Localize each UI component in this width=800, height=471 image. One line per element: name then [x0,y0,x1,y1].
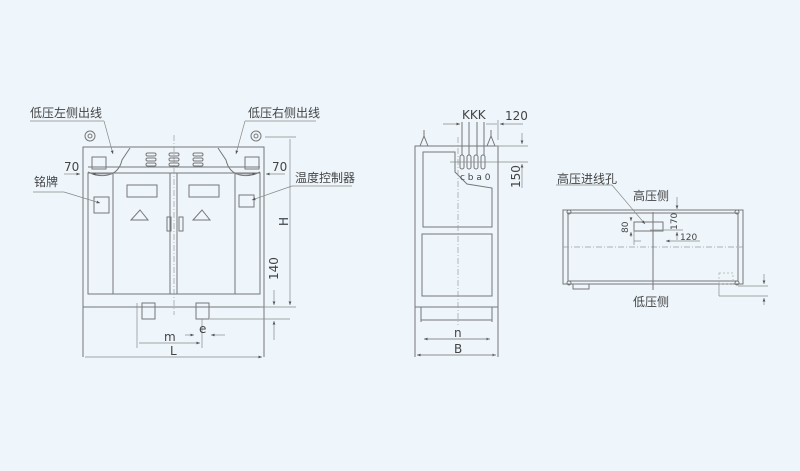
lifting-lug-icon [419,130,429,147]
wheel [141,302,156,320]
warning-triangle-icon [191,209,212,221]
dim-height: H [277,217,291,226]
dim-170: 170 [670,213,680,230]
hv-side-label: 高压侧 [633,188,669,203]
lv-side-label: 低压侧 [633,295,669,309]
lifting-lug-icon [84,130,96,142]
lv-left-busbar [91,156,107,170]
lv-right-outlet-label: 低压右侧出线 [248,105,320,120]
door-window [188,184,220,198]
temperature-controller [238,194,255,208]
dim-n: n [454,326,462,340]
dim-80: 80 [621,221,631,233]
dim-width: B [454,342,462,356]
temp-controller-label: 温度控制器 [295,170,355,185]
lifting-lug-icon [250,130,262,142]
dim-m: m [164,330,176,344]
terminal-labels: c b a 0 [460,173,491,183]
dim-120: 120 [505,109,528,123]
lv-left-outlet-label: 低压左侧出线 [30,105,102,120]
dim-150: 150 [509,165,523,188]
right-door [176,172,236,295]
lv-right-busbar [244,156,260,170]
left-door [112,172,171,295]
kkk-label: KKK [462,108,487,122]
hv-inlet-hole-label: 高压进线孔 [557,171,617,186]
side-view: KKK 120 150 c b a 0 n B [414,108,528,357]
door-handle [166,216,172,232]
dim-right-70: 70 [272,160,287,174]
dim-length: L [170,344,177,358]
plan-view: 高压进线孔 高压侧 低压侧 170 80 120 [556,171,768,309]
wheel [195,302,210,320]
dim-120: 120 [680,233,697,243]
hv-inlet-hole [633,221,664,232]
warning-triangle-icon [129,209,150,221]
door-handle [178,216,184,232]
dim-e: e [199,322,206,336]
door-window [126,184,158,198]
dim-left-70: 70 [64,160,79,174]
nameplate [93,196,110,214]
front-view: 低压左侧出线 低压右侧出线 铭牌 温度控制器 70 70 H 140 m e L [30,105,355,359]
dim-140: 140 [267,257,281,280]
nameplate-label: 铭牌 [34,174,58,189]
lifting-lug-icon [486,130,496,147]
